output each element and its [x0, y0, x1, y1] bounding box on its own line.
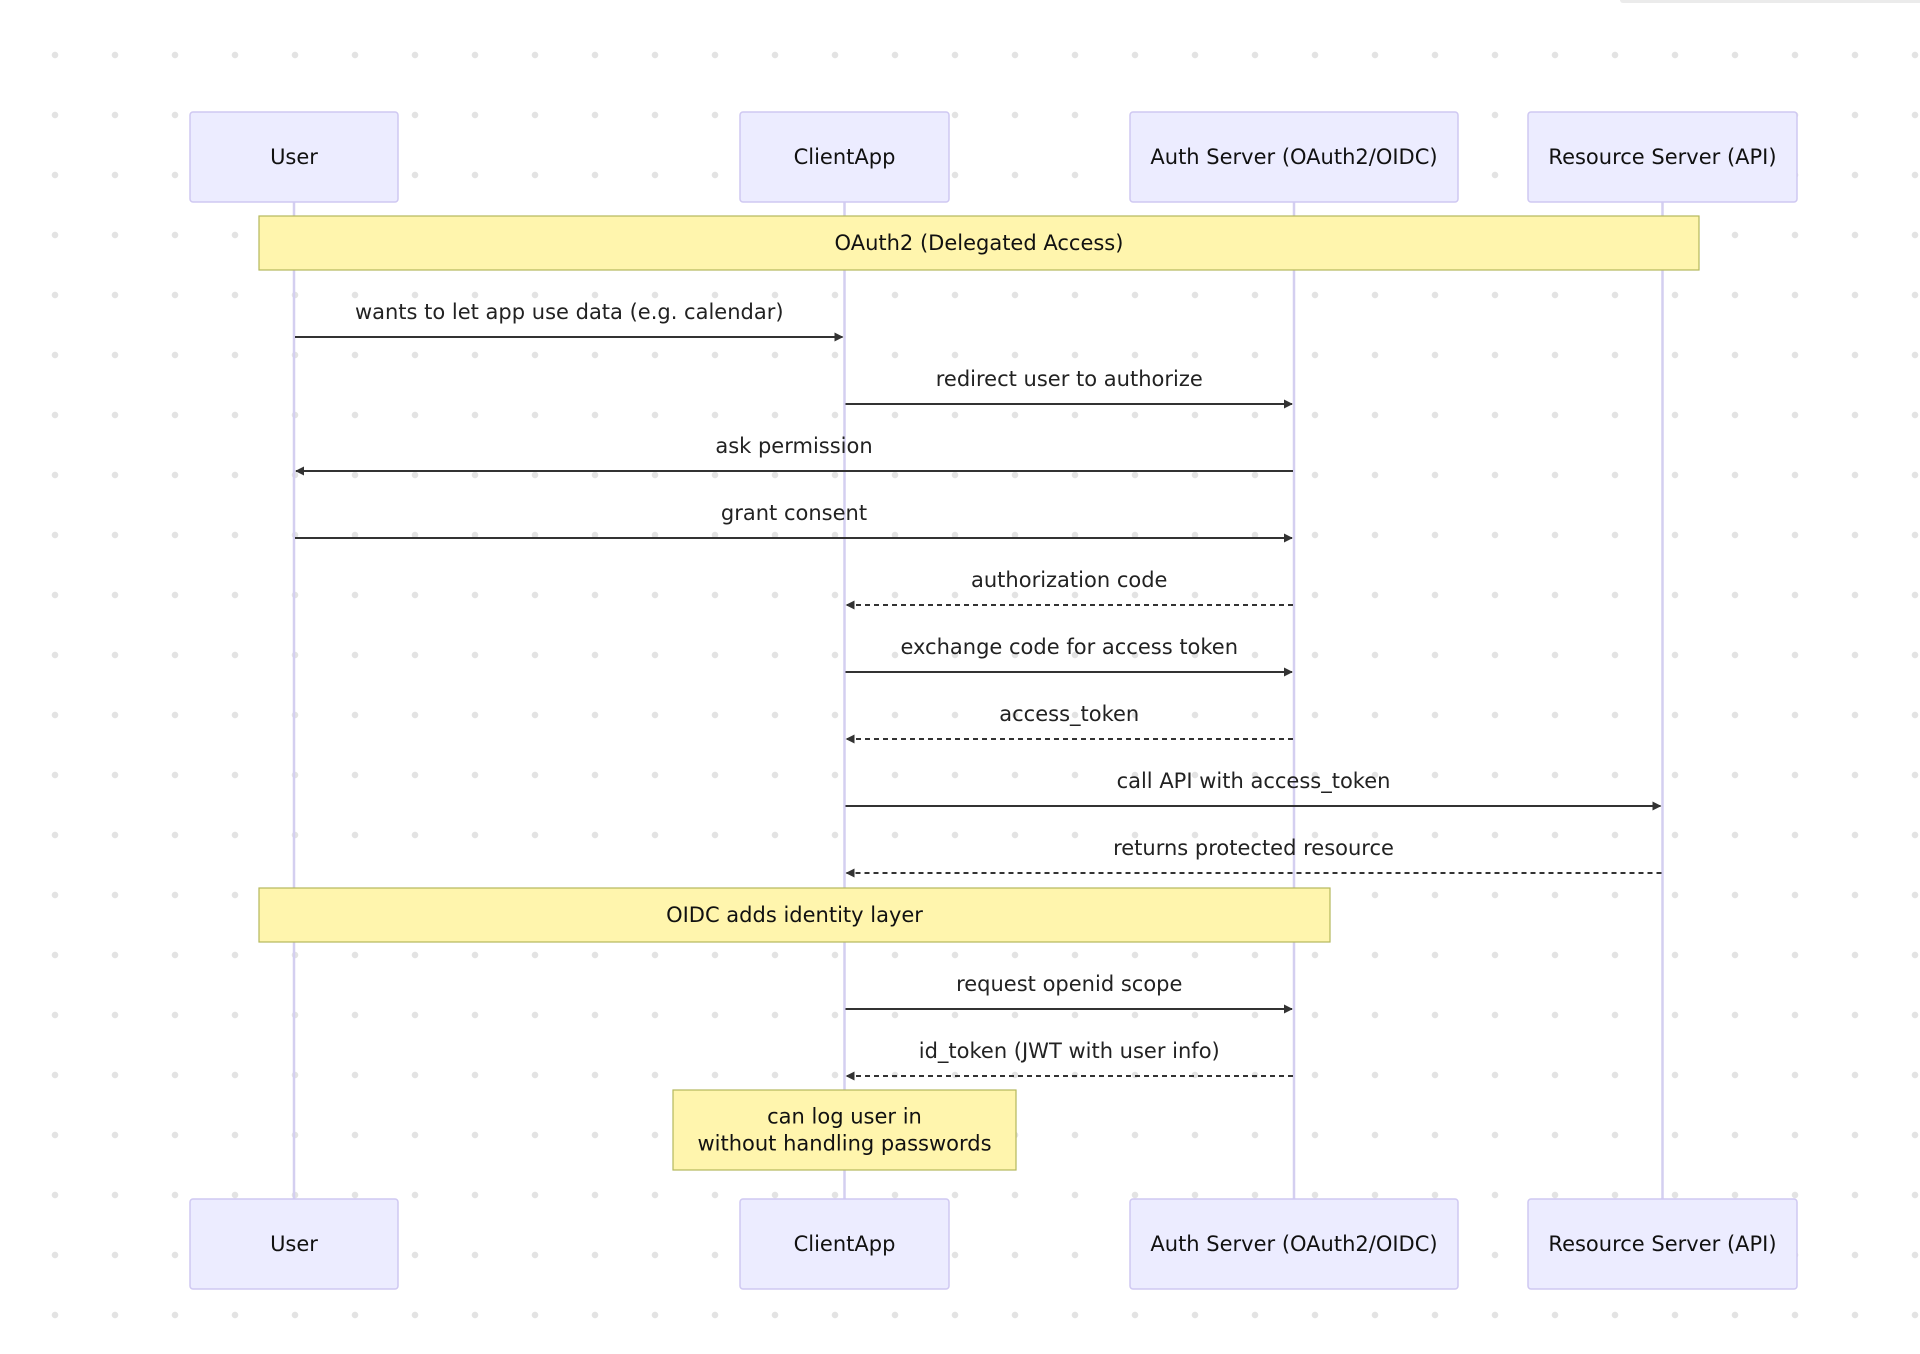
- participant-label: Auth Server (OAuth2/OIDC): [1150, 145, 1437, 169]
- participant-user-top[interactable]: User: [189, 111, 399, 203]
- message-ask-permission: ask permission: [295, 434, 1293, 476]
- participant-box: [189, 1198, 399, 1290]
- message-label: exchange code for access token: [900, 635, 1238, 659]
- message-label: returns protected resource: [1113, 836, 1394, 860]
- message-label: request openid scope: [956, 972, 1182, 996]
- participant-box: [189, 111, 399, 203]
- message-returns-protected-resource: returns protected resource: [845, 836, 1662, 878]
- note-text: OIDC adds identity layer: [666, 903, 923, 927]
- participant-client-bottom[interactable]: ClientApp: [739, 1198, 950, 1290]
- message-id-token-jwt-with-user-info: id_token (JWT with user info): [845, 1039, 1293, 1081]
- message-request-openid-scope: request openid scope: [845, 972, 1293, 1014]
- message-call-api-with-access-token: call API with access_token: [845, 769, 1662, 811]
- message-label: redirect user to authorize: [936, 367, 1203, 391]
- note-text: OAuth2 (Delegated Access): [835, 231, 1124, 255]
- message-label: id_token (JWT with user info): [919, 1039, 1220, 1064]
- message-label: call API with access_token: [1117, 769, 1391, 794]
- message-authorization-code: authorization code: [845, 568, 1293, 610]
- participant-box: [1129, 111, 1459, 203]
- participant-auth-top[interactable]: Auth Server (OAuth2/OIDC): [1129, 111, 1459, 203]
- note-text: can log user in: [767, 1105, 922, 1129]
- participant-label: User: [270, 1232, 318, 1256]
- participant-box: [739, 111, 950, 203]
- message-access-token: access_token: [845, 702, 1293, 744]
- participant-label: Resource Server (API): [1548, 145, 1776, 169]
- message-exchange-code-for-access-token: exchange code for access token: [845, 635, 1293, 677]
- messages: wants to let app use data (e.g. calendar…: [295, 300, 1662, 1081]
- participant-box: [1527, 111, 1798, 203]
- participant-label: Auth Server (OAuth2/OIDC): [1150, 1232, 1437, 1256]
- note-box: [672, 1089, 1017, 1171]
- oauth2-note: OAuth2 (Delegated Access): [258, 215, 1700, 271]
- notes: OAuth2 (Delegated Access) OIDC adds ident…: [258, 215, 1700, 1171]
- participant-label: ClientApp: [794, 145, 896, 169]
- participant-label: User: [270, 145, 318, 169]
- canvas-top-edge: [1620, 0, 1920, 3]
- message-label: ask permission: [715, 434, 872, 458]
- lifelines: [292, 202, 1664, 1199]
- participant-resource-bottom[interactable]: Resource Server (API): [1527, 1198, 1798, 1290]
- message-wants-to-let-app-use-data-e-g-calendar: wants to let app use data (e.g. calendar…: [295, 300, 844, 342]
- message-label: grant consent: [721, 501, 867, 525]
- participant-auth-bottom[interactable]: Auth Server (OAuth2/OIDC): [1129, 1198, 1459, 1290]
- note-box: [258, 887, 1331, 943]
- message-label: access_token: [999, 702, 1139, 727]
- message-label: wants to let app use data (e.g. calendar…: [355, 300, 784, 324]
- participant-box: [1129, 1198, 1459, 1290]
- participant-box: [739, 1198, 950, 1290]
- message-redirect-user-to-authorize: redirect user to authorize: [845, 367, 1293, 409]
- oidc-note: OIDC adds identity layer: [258, 887, 1331, 943]
- message-label: authorization code: [971, 568, 1167, 592]
- participant-user-bottom[interactable]: User: [189, 1198, 399, 1290]
- participant-box: [1527, 1198, 1798, 1290]
- participant-label: Resource Server (API): [1548, 1232, 1776, 1256]
- login-note: can log user in without handling password…: [672, 1089, 1017, 1171]
- note-box: [258, 215, 1700, 271]
- note-text: without handling passwords: [697, 1132, 991, 1156]
- message-grant-consent: grant consent: [295, 501, 1293, 543]
- participant-resource-top[interactable]: Resource Server (API): [1527, 111, 1798, 203]
- participant-client-top[interactable]: ClientApp: [739, 111, 950, 203]
- participant-label: ClientApp: [794, 1232, 896, 1256]
